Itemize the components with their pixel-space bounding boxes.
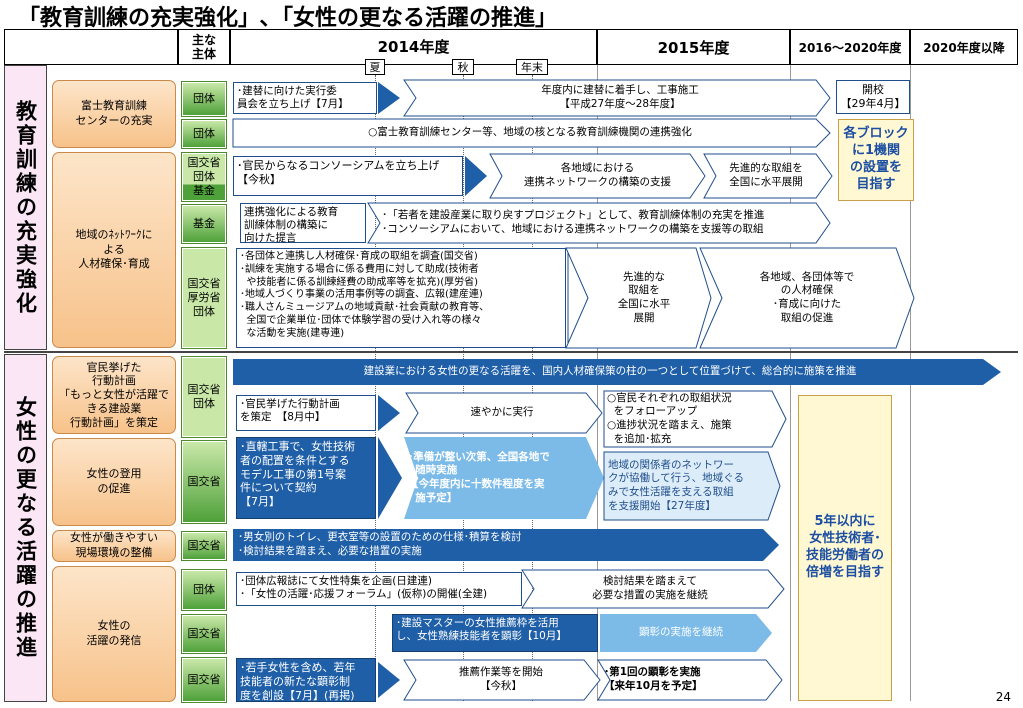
header-2020-after: 2020年度以降	[910, 29, 1018, 65]
r5-arrow1-text: 先進的な 取組を 全国に水平 展開	[617, 270, 671, 324]
guide-yearend	[532, 75, 533, 701]
r11-box: ･建設マスターの女性推薦枠を活用 し、女性熟練技能者を顕彰【10月】	[392, 614, 598, 652]
page-number: 24	[995, 690, 1011, 704]
category-plan: 官民挙げた 行動計画 「もっと女性が活躍で きる建設業 行動計画」を策定	[52, 356, 176, 434]
header-subject: 主な 主体	[178, 29, 230, 65]
r3-chevron	[465, 156, 487, 196]
r12-box: ･若手女性を含め、若年 技能者の新たな顕彰制 度を創設【7月】(再掲)	[236, 658, 376, 702]
r12-chevron	[378, 662, 400, 698]
guide-summer	[375, 75, 376, 701]
entity-r5: 国交省 厚労省 団体	[182, 248, 226, 348]
r9-arrow-shape	[233, 529, 779, 561]
r8-arrow-shape	[404, 437, 604, 519]
section-women-label: 女性の更なる活躍の推進	[13, 396, 38, 660]
r11-arrow-text: 顕彰の実施を継続	[639, 626, 723, 639]
r12-arrow2-shape	[597, 659, 783, 701]
entity-r1: 団体	[182, 82, 226, 116]
r7-arrow-shape	[405, 392, 603, 434]
category-hire: 女性の登用 の促進	[52, 438, 176, 526]
section-divider	[4, 351, 1018, 353]
r9-arrow-text: ･男女別のトイレ、更衣室等の設置のための仕様･積算を検討 ･検討結果を踏まえ、必…	[238, 531, 522, 557]
r5-arrow2-shape	[699, 247, 915, 349]
r1-goal: 開校 【29年4月】	[836, 80, 910, 114]
r4-arrow-text: ･「若者を建設産業に取り戻すプロジェクト」として、教育訓練体制の充実を推進 ･コ…	[382, 209, 765, 235]
r12-arrow2-text: ･第1回の顕彰を実施 【来年10月を予定】	[604, 666, 703, 692]
r10-box: ･団体広報誌にて女性特集を企画(日建連) ･「女性の活躍･応援フォーラム」(仮称…	[236, 572, 522, 606]
category-pr: 女性の 活躍の発信	[52, 566, 176, 702]
section-women: 女性の更なる活躍の推進	[4, 354, 47, 702]
r1-chevron	[378, 82, 400, 114]
header-2014: 2014年度	[230, 29, 597, 65]
entity-r9: 国交省	[182, 532, 226, 560]
r3-box: ･官民からなるコンソーシアムを立ち上げ 【今秋】	[233, 156, 463, 196]
entity-r12: 国交省	[182, 658, 226, 702]
season-autumn: 秋	[452, 59, 474, 75]
r1-box: ･建替に向けた実行委 員会を立ち上げ【7月】	[233, 82, 377, 114]
header-2016-2020: 2016～2020年度	[790, 29, 910, 65]
r3-arrow1-shape	[489, 153, 706, 199]
r2-arrow-text: ○富士教育訓練センター等、地域の核となる教育訓練機関の連携強化	[368, 126, 692, 139]
guide-autumn	[463, 75, 464, 701]
r5-box: ･各団体と連携し人材確保･育成の取組を調査(国交省) ･訓練を実施する場合に係る…	[236, 248, 566, 348]
r1-arrow-text: 年度内に建替に着手し、工事施工 【平成27年度～28年度】	[541, 84, 699, 110]
entity-r4: 基金	[182, 205, 226, 243]
goal-women: 5年以内に 女性技術者･ 技能労働者の 倍増を目指す	[798, 395, 892, 701]
r6-arrow-shape	[233, 359, 1001, 385]
r7-chevron	[378, 395, 400, 431]
r8-chevron	[378, 437, 402, 519]
entity-r6: 国交省 団体	[182, 357, 226, 437]
r11-arrow-shape	[600, 614, 772, 652]
r1-arrow-shape	[403, 79, 831, 117]
r12-arrow1-text: 推薦作業等を開始 【今秋】	[459, 666, 543, 692]
r3-arrow2-text: 先進的な取組を 全国に水平展開	[729, 162, 803, 188]
r5-arrow1-shape	[565, 247, 712, 349]
r8-box2-text: 地域の関係者のネットワー クが協働して行う、地域ぐる みで女性活躍を支える取組 …	[608, 458, 744, 512]
r7-follow-text: ○官民それぞれの取組状況 をフォローアップ ○進捗状況を踏まえ、施策 を追加･拡…	[607, 391, 732, 445]
r7-follow-shape	[603, 390, 787, 448]
section-education: 教育訓練の充実強化	[4, 65, 47, 350]
section-education-label: 教育訓練の充実強化	[13, 99, 38, 316]
header-2015: 2015年度	[597, 29, 790, 65]
entity-r10: 団体	[182, 570, 226, 610]
category-fuji: 富士教育訓練 センターの充実	[52, 80, 176, 148]
r8-box2-shape	[603, 451, 781, 521]
r8-box: ･直轄工事で、女性技術 者の配置を条件とする モデル工事の第1号案 件について契…	[236, 437, 376, 519]
r12-arrow1-shape	[403, 659, 601, 701]
r4-box: 連携強化による教育 訓練体制の構築に 向けた提言	[240, 203, 366, 244]
r5-arrow2-text: 各地域、各団体等で の人材確保 ･育成に向けた 取組の促進	[759, 270, 855, 324]
season-summer: 夏	[365, 59, 385, 75]
category-env: 女性が働きやすい 現場環境の整備	[52, 530, 176, 562]
header-blank	[4, 29, 178, 65]
entity-r11: 国交省	[182, 615, 226, 653]
category-network: 地域のﾈｯﾄﾜｰｸに よる 人材確保･育成	[52, 152, 176, 348]
r6-arrow-text: 建設業における女性の更なる活躍を、国内人材確保策の柱の一つとして位置づけて、総合…	[363, 365, 857, 378]
page-title: 「教育訓練の充実強化」､「女性の更なる活躍の推進」	[18, 6, 558, 31]
r2-goal: 各ブロック に1機関 の設置を 目指す	[838, 119, 914, 201]
entity-r8: 国交省	[182, 441, 226, 523]
r10-arrow-shape	[521, 569, 785, 609]
r7-arrow-text: 速やかに実行	[470, 406, 534, 419]
entity-r3: 国交省 団体 基金	[182, 153, 226, 201]
entity-r2: 団体	[182, 120, 226, 148]
r4-arrow-shape	[367, 202, 831, 244]
r3-arrow1-text: 各地域における 連携ネットワークの構築の支援	[524, 162, 671, 188]
season-yearend: 年末	[516, 59, 548, 75]
r10-arrow-text: 検討結果を踏まえて 必要な措置の実施を継続	[592, 575, 708, 601]
r3-arrow2-shape	[703, 153, 833, 199]
r7-box: ･官民挙げた行動計画 を策定 【8月中】	[236, 395, 376, 431]
r2-arrow-shape	[232, 118, 831, 148]
r8-arrow-text: ･準備が整い次第、全国各地で 随時実施 【今年度内に十数件程度を実 施予定】	[408, 450, 550, 504]
